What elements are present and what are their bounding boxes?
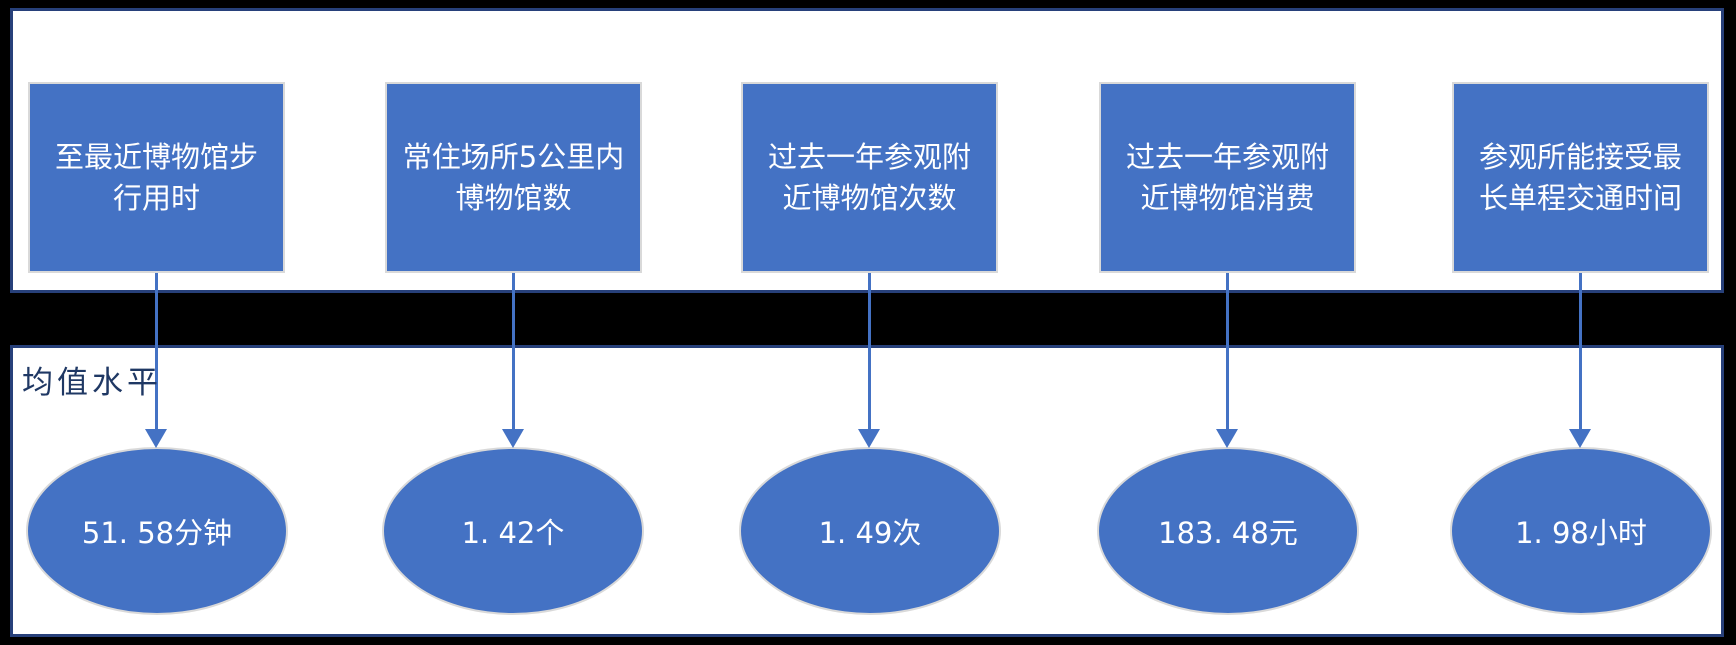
mean-ellipse-visit-times: 1. 49次 [739,447,1001,615]
down-arrow-line [512,273,515,431]
indicator-box-museum-count: 常住场所5公里内 博物馆数 [385,82,642,273]
mean-ellipse-visit-spending: 183. 48元 [1097,447,1359,615]
mean-level-label: 均值水平 [22,365,162,401]
mean-ellipse-max-travel-time: 1. 98小时 [1450,447,1712,615]
down-arrow-icon [502,429,524,448]
down-arrow-line [868,273,871,431]
indicator-box-max-travel-time: 参观所能接受最 长单程交通时间 [1452,82,1709,273]
indicator-box-visit-times: 过去一年参观附 近博物馆次数 [741,82,998,273]
indicator-box-visit-spending: 过去一年参观附 近博物馆消费 [1099,82,1356,273]
indicator-box-walk-time: 至最近博物馆步 行用时 [28,82,285,273]
down-arrow-icon [1569,429,1591,448]
down-arrow-icon [858,429,880,448]
down-arrow-icon [145,429,167,448]
down-arrow-line [1226,273,1229,431]
mean-ellipse-museum-count: 1. 42个 [382,447,644,615]
down-arrow-line [1579,273,1582,431]
mean-ellipse-walk-time: 51. 58分钟 [26,447,288,615]
down-arrow-icon [1216,429,1238,448]
down-arrow-line [155,273,158,431]
